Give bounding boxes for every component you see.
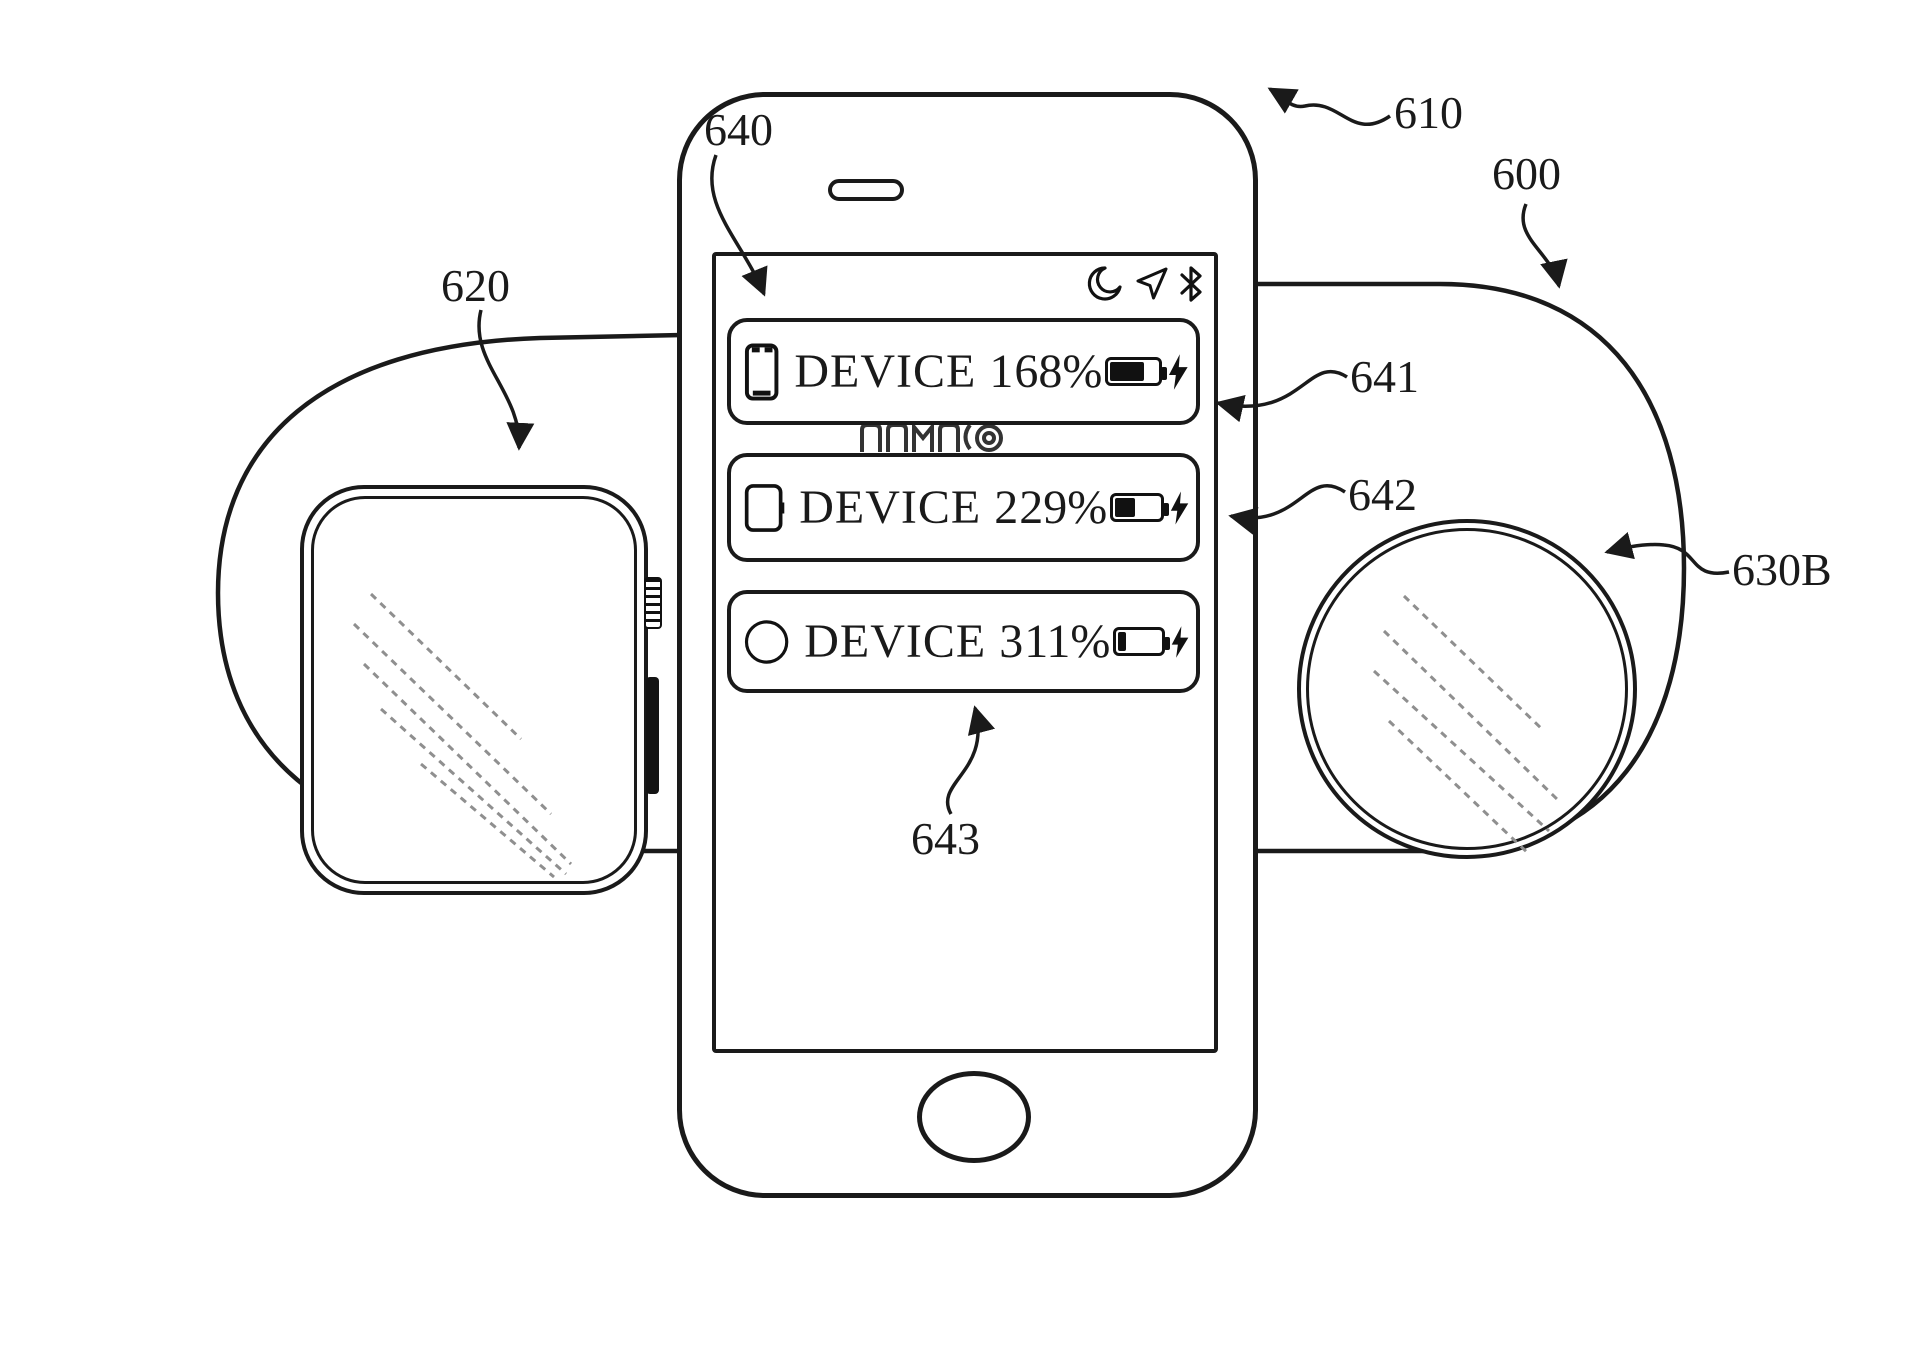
ref-label-641: 641 <box>1350 351 1419 402</box>
watch-hatch-lines <box>352 592 573 879</box>
device-2-label: DEVICE 2 <box>799 481 1020 534</box>
battery-fill <box>1118 632 1126 651</box>
charging-bolt-icon <box>1169 353 1189 390</box>
ref-label-600: 600 <box>1492 148 1561 199</box>
device-3-percent: 11% <box>1024 615 1111 668</box>
ref-label-640: 640 <box>704 104 773 155</box>
round-device-icon <box>744 619 789 664</box>
device-status-row-1: DEVICE 1 68% <box>727 318 1200 425</box>
tablet-icon <box>744 483 785 532</box>
battery-terminal <box>1161 367 1168 380</box>
battery-terminal <box>1162 503 1169 516</box>
bluetooth-icon <box>1180 266 1202 302</box>
charging-bolt-icon <box>1170 490 1189 525</box>
watch-crown <box>644 577 662 629</box>
coil-hatch-lines <box>1372 594 1561 853</box>
earpiece-speaker <box>828 179 904 201</box>
watch-side-button <box>646 677 659 794</box>
ref-label-610: 610 <box>1394 87 1463 138</box>
battery-terminal <box>1163 637 1170 650</box>
phone-screen: DEVICE 1 68% DEVICE 2 29% <box>712 252 1218 1053</box>
location-icon <box>1136 267 1168 300</box>
home-button <box>917 1071 1031 1163</box>
watch-screen <box>311 496 637 884</box>
battery-icon <box>1105 357 1168 386</box>
charging-coil-inner-circle <box>1306 528 1628 853</box>
status-bar <box>1084 264 1204 304</box>
device-3-label: DEVICE 3 <box>804 615 1025 668</box>
ref-label-642: 642 <box>1348 469 1417 520</box>
battery-icon <box>1113 627 1170 656</box>
charging-bolt-icon <box>1171 625 1189 658</box>
ref-label-630B: 630B <box>1732 544 1832 595</box>
device-1-label: DEVICE 1 <box>794 345 1015 398</box>
erased-coil-artifact <box>860 422 1003 452</box>
device-1-percent: 68% <box>1014 345 1103 398</box>
battery-fill <box>1115 498 1136 517</box>
battery-icon <box>1110 493 1169 522</box>
phone-device: DEVICE 1 68% DEVICE 2 29% <box>677 92 1258 1198</box>
watch-device <box>300 485 648 895</box>
charging-coil-circle <box>1297 519 1637 859</box>
ref-label-620: 620 <box>441 260 510 311</box>
smartphone-icon <box>744 343 779 400</box>
moon-icon <box>1087 266 1122 301</box>
device-status-row-3: DEVICE 3 11% <box>727 590 1200 693</box>
device-2-percent: 29% <box>1019 481 1108 534</box>
device-status-row-2: DEVICE 2 29% <box>727 453 1200 562</box>
ref-label-643: 643 <box>911 813 980 864</box>
battery-fill <box>1110 362 1144 381</box>
